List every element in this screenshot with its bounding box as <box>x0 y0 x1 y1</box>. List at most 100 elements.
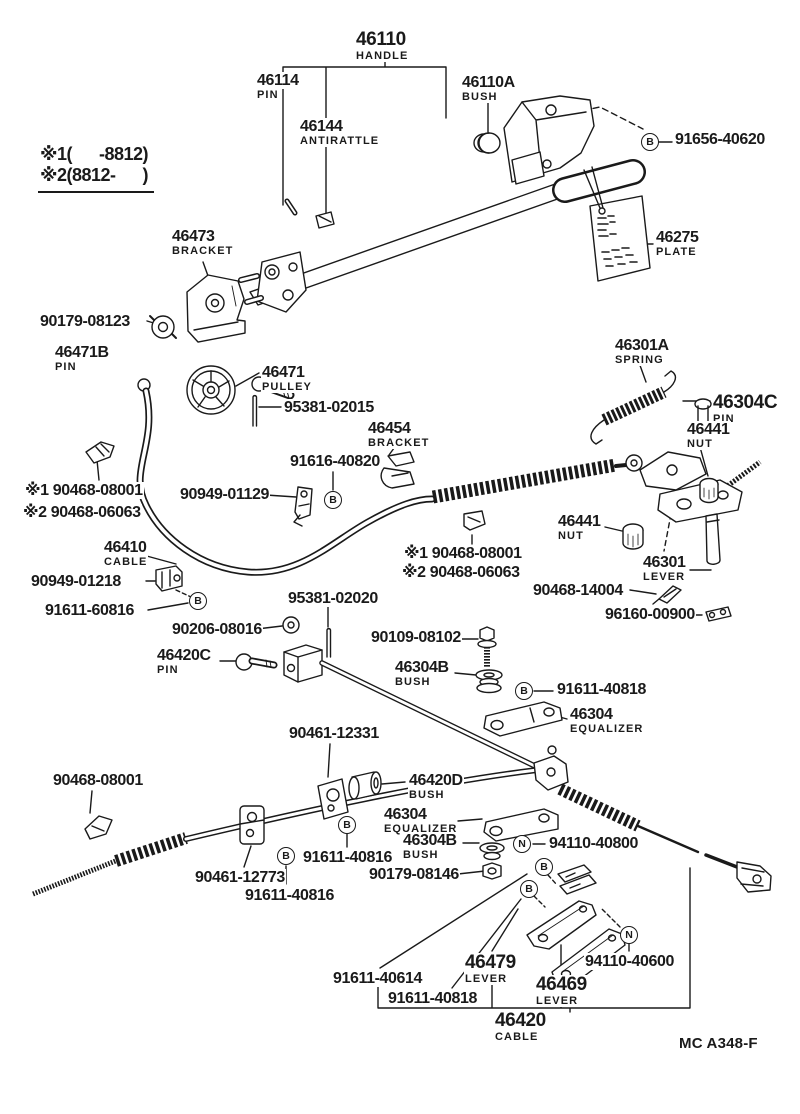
part-name: ANTIRATTLE <box>299 135 381 147</box>
part-label: 90179-08123 <box>39 313 131 330</box>
part-code: 91611-60816 <box>44 602 136 619</box>
note-line-2: ※2(8812- ) <box>40 165 149 185</box>
lever-46479-art <box>526 900 597 950</box>
callout-N-icon: N <box>513 835 531 853</box>
part-name: HANDLE <box>355 50 410 62</box>
part-label: 90109-08102 <box>370 629 462 646</box>
part-label: 94110-40600 <box>584 953 676 970</box>
part-label: ※1 90468-08001 <box>24 482 144 499</box>
part-code: 91616-40820 <box>289 453 381 470</box>
part-name: BRACKET <box>171 245 235 257</box>
part-code: 91656-40620 <box>674 131 766 148</box>
part-code: 95381-02020 <box>287 590 379 607</box>
part-code: 46479 <box>464 952 517 973</box>
part-name: NUT <box>557 530 585 542</box>
application-note: ※1( -8812) ※2(8812- ) <box>38 144 155 193</box>
part-label: 91616-40820 <box>289 453 381 470</box>
part-label: 91611-40816 <box>244 887 336 904</box>
part-code: 46469 <box>535 974 588 995</box>
part-code: ※2 90468-06063 <box>401 564 521 581</box>
note-line-1: ※1( -8812) <box>40 144 149 164</box>
part-name: BUSH <box>394 676 432 688</box>
bracket-46473-art <box>149 274 246 343</box>
warning-plate-art <box>583 166 651 282</box>
part-code: ※2 90468-06063 <box>22 504 142 521</box>
part-code: 94110-40800 <box>548 835 640 852</box>
handle-assembly-art <box>238 95 646 313</box>
part-label: 91611-40818 <box>556 681 648 698</box>
part-code: 91611-40818 <box>387 990 479 1007</box>
part-code: 46275 <box>655 229 700 246</box>
part-code: 91611-40816 <box>244 887 336 904</box>
part-label: 91611-60816 <box>44 602 136 619</box>
part-label: 90468-08001 <box>52 772 144 789</box>
part-name: PULLEY <box>261 381 313 393</box>
part-label: 90461-12773 <box>194 869 286 886</box>
part-code: 90109-08102 <box>370 629 462 646</box>
part-code: 46420D <box>408 772 464 789</box>
adjuster-art <box>235 616 563 773</box>
part-code: 94110-40600 <box>584 953 676 970</box>
part-code: 46304B <box>402 832 458 849</box>
antirattle-46144-art <box>315 211 335 229</box>
part-code: 90206-08016 <box>171 621 263 638</box>
callout-B-icon: B <box>520 880 538 898</box>
part-name: BUSH <box>402 849 440 861</box>
part-name: BUSH <box>408 789 446 801</box>
part-label: 91611-40818 <box>387 990 479 1007</box>
figure-code: MC A348-F <box>679 1035 758 1052</box>
part-name: EQUALIZER <box>569 723 645 735</box>
lever-46301-art <box>590 370 762 622</box>
part-label: 91611-40816 <box>302 849 394 866</box>
part-code: 90461-12331 <box>288 725 380 742</box>
part-name: PIN <box>156 664 180 676</box>
pin-46114-art <box>284 198 298 216</box>
part-code: 90461-12773 <box>194 869 286 886</box>
part-name: CABLE <box>103 556 149 568</box>
part-name: LEVER <box>535 995 580 1007</box>
callout-N-icon: N <box>620 926 638 944</box>
part-code: 91611-40816 <box>302 849 394 866</box>
part-code: 90949-01129 <box>179 486 271 503</box>
part-label: 90206-08016 <box>171 621 263 638</box>
part-code: 95381-02015 <box>283 399 375 416</box>
part-label: 91611-40614 <box>332 970 424 987</box>
part-code: 46114 <box>256 72 300 89</box>
part-code: 46441 <box>686 421 731 438</box>
part-code: 46410 <box>103 539 148 556</box>
part-label: 90949-01218 <box>30 573 122 590</box>
part-code: 46441 <box>557 513 602 530</box>
part-code: 46110 <box>355 29 407 50</box>
part-name: CABLE <box>494 1031 540 1043</box>
part-name: NUT <box>686 438 714 450</box>
part-code: 46420C <box>156 647 212 664</box>
part-code: 90468-14004 <box>532 582 624 599</box>
part-label: 95381-02020 <box>287 590 379 607</box>
part-label: 91656-40620 <box>674 131 766 148</box>
part-code: 46454 <box>367 420 412 437</box>
part-code: 46304C <box>712 392 779 413</box>
part-code: 90468-08001 <box>52 772 144 789</box>
part-name: PIN <box>54 361 78 373</box>
part-code: 46301 <box>642 554 687 571</box>
part-label: 90461-12331 <box>288 725 380 742</box>
part-name: BUSH <box>461 91 499 103</box>
part-code: 46144 <box>299 118 344 135</box>
